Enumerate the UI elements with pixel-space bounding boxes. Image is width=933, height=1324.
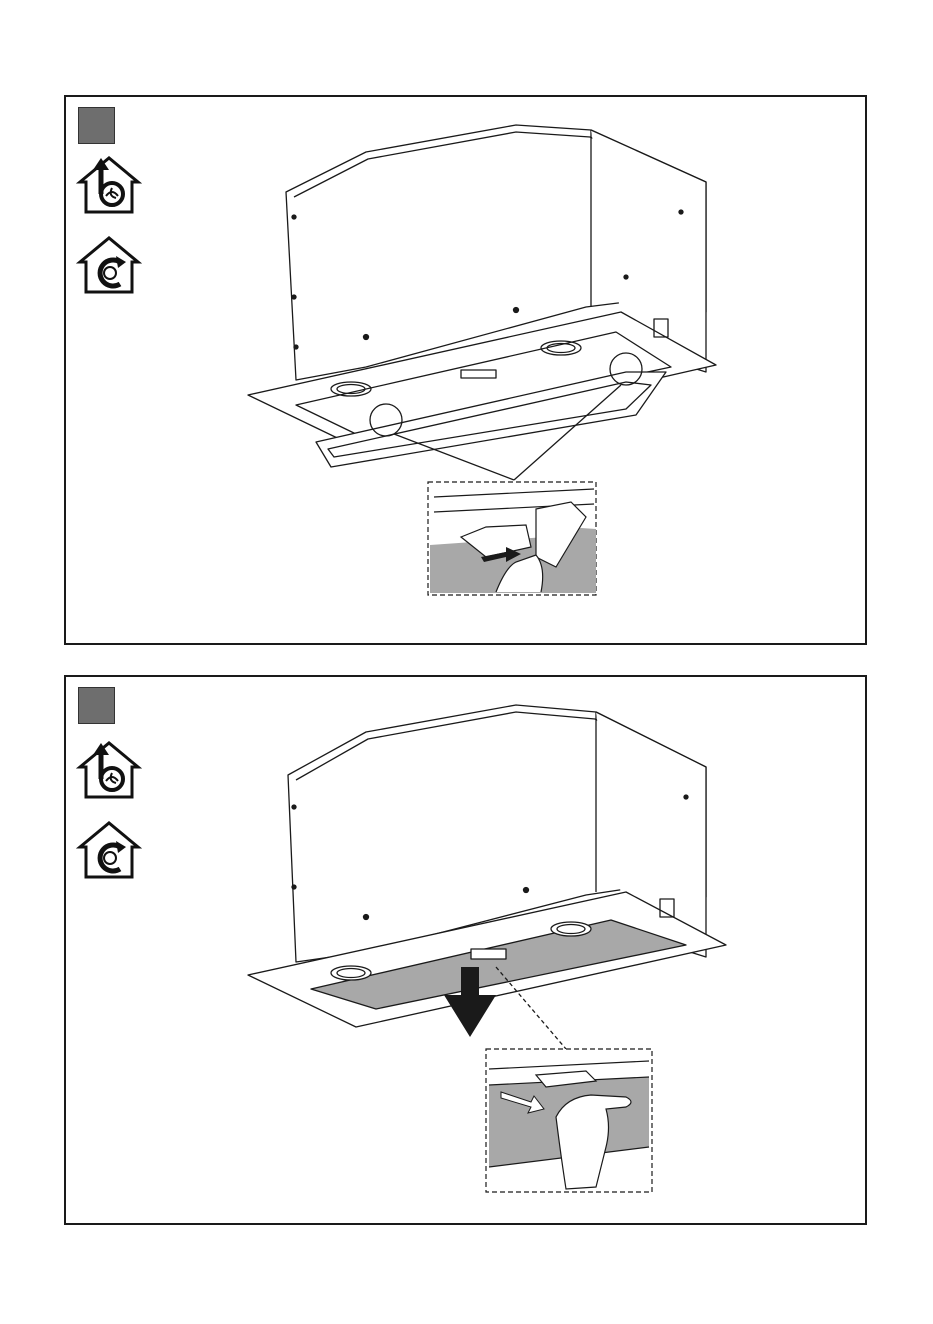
- hood-illustration-filter: [66, 677, 865, 1223]
- step-panel-2: [64, 675, 867, 1225]
- detail-inset-filter: [486, 1049, 652, 1192]
- hood-illustration-latch: [66, 97, 865, 643]
- detail-inset-latch: [428, 482, 596, 595]
- step-panel-1: [64, 95, 867, 645]
